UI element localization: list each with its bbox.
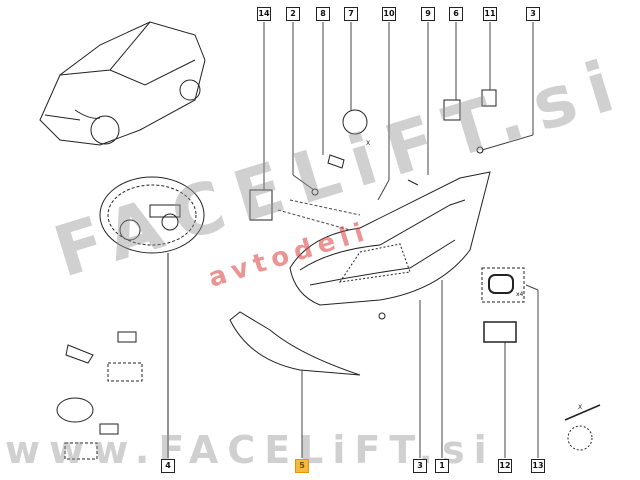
callout-3-top[interactable]: 3	[526, 7, 540, 21]
callout-8[interactable]: 8	[316, 7, 330, 21]
callout-4[interactable]: 4	[161, 459, 175, 473]
callout-6[interactable]: 6	[449, 7, 463, 21]
callout-3-bottom[interactable]: 3	[413, 459, 427, 473]
callout-5-highlighted[interactable]: 5	[295, 459, 309, 473]
bulb-assembly	[99, 176, 205, 254]
callout-14[interactable]: 14	[257, 7, 271, 21]
callout-1[interactable]: 1	[435, 459, 449, 473]
headlamp	[289, 171, 491, 306]
led-strip	[229, 311, 361, 376]
callout-12[interactable]: 12	[498, 459, 512, 473]
cap	[342, 109, 368, 135]
callout-10[interactable]: 10	[382, 7, 396, 21]
callout-13[interactable]: 13	[531, 459, 545, 473]
callout-7[interactable]: 7	[344, 7, 358, 21]
callout-9[interactable]: 9	[421, 7, 435, 21]
dim-annotation: X	[366, 140, 371, 147]
watermark-footer: www.FACELiFT.si	[5, 428, 496, 472]
qty-annotation: x4	[516, 291, 524, 298]
dim-annotation-2: X	[578, 404, 583, 411]
callout-11[interactable]: 11	[483, 7, 497, 21]
car-illustration	[39, 21, 206, 146]
actuator	[249, 189, 273, 221]
callout-2[interactable]: 2	[286, 7, 300, 21]
